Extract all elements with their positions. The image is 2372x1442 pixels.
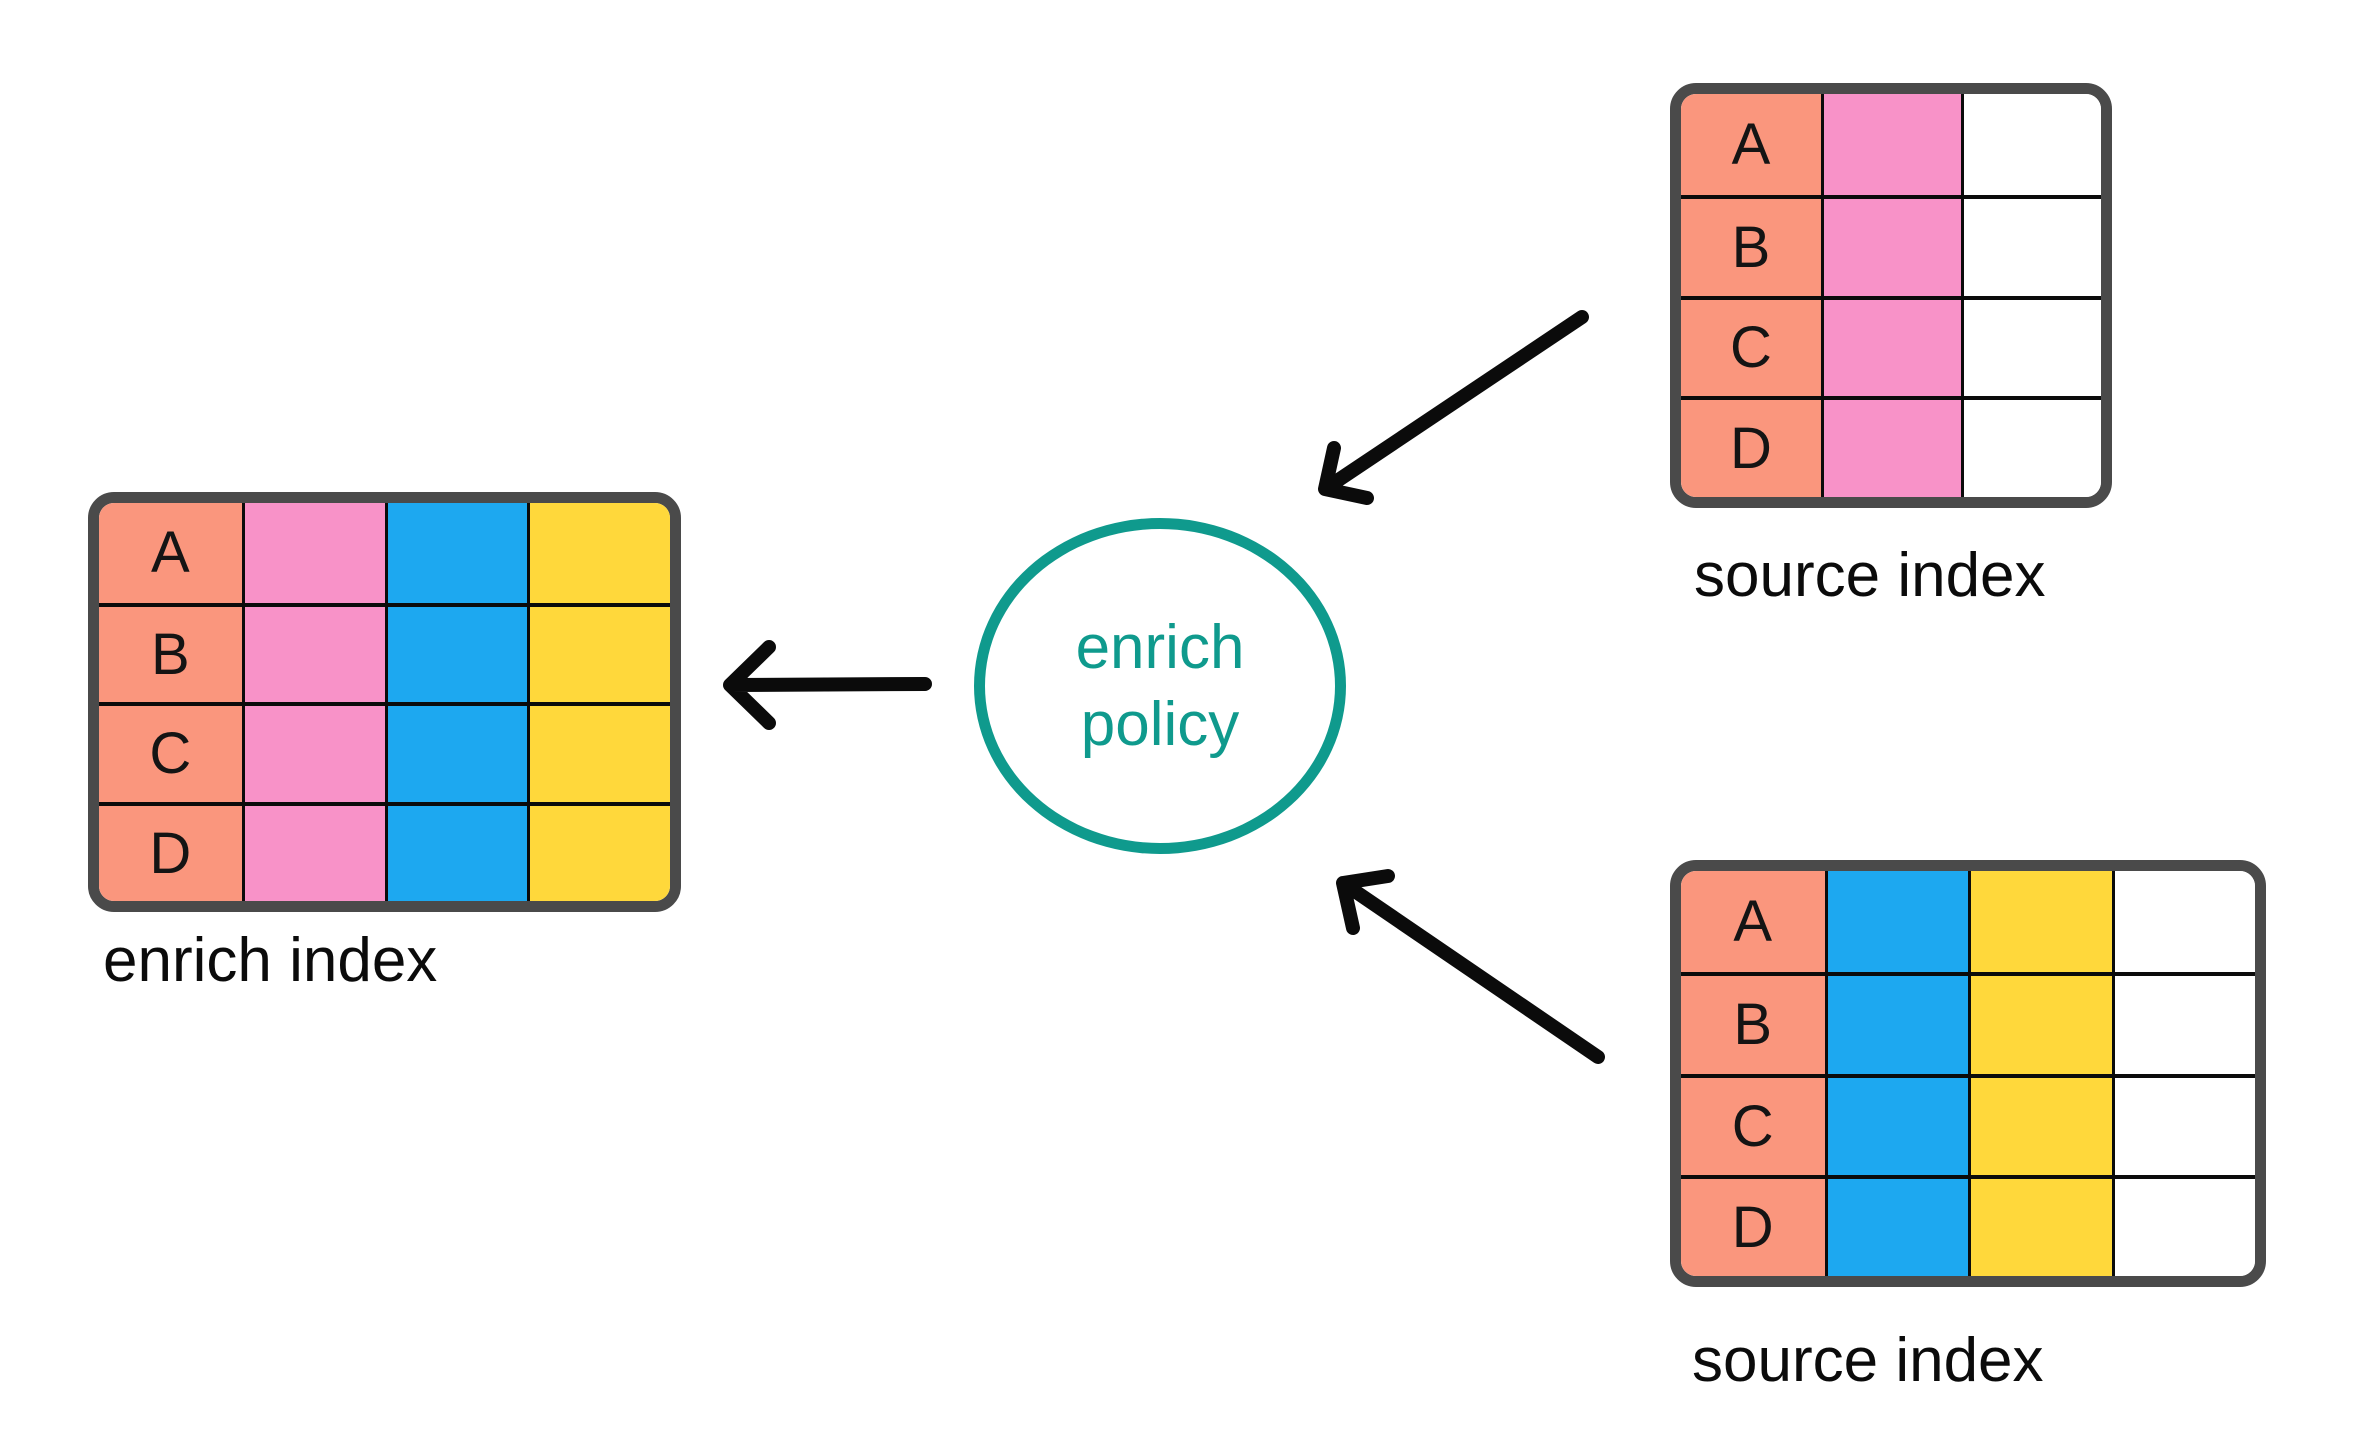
- data-cell-blue: [1824, 1073, 1968, 1175]
- data-cell-yellow: [527, 602, 670, 702]
- data-cell-white: [2111, 972, 2255, 1074]
- row-key-cell: D: [1681, 1174, 1825, 1276]
- data-cell-blue: [384, 503, 528, 603]
- data-cell-yellow: [527, 801, 670, 901]
- data-cell-yellow: [527, 702, 670, 802]
- row-key-cell: D: [99, 801, 242, 901]
- row-key-cell: A: [99, 503, 242, 603]
- row-key-cell: B: [1681, 972, 1825, 1074]
- data-cell-pink: [241, 702, 385, 802]
- data-cell-pink: [1821, 94, 1961, 195]
- enrich-policy-label-line2: policy: [1080, 690, 1240, 759]
- data-cell-white: [2111, 1073, 2255, 1175]
- data-cell-pink: [1821, 295, 1961, 397]
- source-index-top-label: source index: [1694, 541, 2046, 610]
- enrich-policy-node: enrich policy: [974, 518, 1346, 854]
- data-cell-pink: [1821, 396, 1961, 497]
- source-index-bottom-label: source index: [1692, 1326, 2044, 1395]
- data-cell-blue: [1824, 871, 1968, 973]
- row-key-cell: C: [1681, 1073, 1825, 1175]
- data-cell-blue: [1824, 972, 1968, 1074]
- arrow-source-top-to-policy: [1318, 310, 1589, 505]
- row-key-cell: B: [1681, 194, 1821, 296]
- data-cell-blue: [384, 801, 528, 901]
- row-key-cell: D: [1681, 396, 1821, 497]
- data-cell-pink: [241, 503, 385, 603]
- data-cell-blue: [384, 702, 528, 802]
- data-cell-pink: [241, 801, 385, 901]
- data-cell-white: [1961, 295, 2101, 397]
- arrow-policy-to-enrich-index: [723, 640, 932, 730]
- data-cell-white: [1961, 194, 2101, 296]
- data-cell-yellow: [1968, 1073, 2112, 1175]
- data-cell-pink: [1821, 194, 1961, 296]
- data-cell-white: [2111, 1174, 2255, 1276]
- data-cell-white: [2111, 871, 2255, 973]
- row-key-cell: C: [99, 702, 242, 802]
- data-cell-white: [1961, 396, 2101, 497]
- data-cell-white: [1961, 94, 2101, 195]
- row-key-cell: A: [1681, 871, 1825, 973]
- enrich-policy-label-line1: enrich: [1075, 612, 1245, 682]
- data-cell-yellow: [527, 503, 670, 603]
- data-cell-yellow: [1968, 972, 2112, 1074]
- row-key-cell: C: [1681, 295, 1821, 397]
- enrich-index-label: enrich index: [103, 926, 438, 995]
- row-key-cell: A: [1681, 94, 1821, 195]
- data-cell-blue: [384, 602, 528, 702]
- row-key-cell: B: [99, 602, 242, 702]
- arrow-source-bottom-to-policy: [1336, 869, 1605, 1064]
- data-cell-yellow: [1968, 1174, 2112, 1276]
- data-cell-pink: [241, 602, 385, 702]
- data-cell-blue: [1824, 1174, 1968, 1276]
- data-cell-yellow: [1968, 871, 2112, 973]
